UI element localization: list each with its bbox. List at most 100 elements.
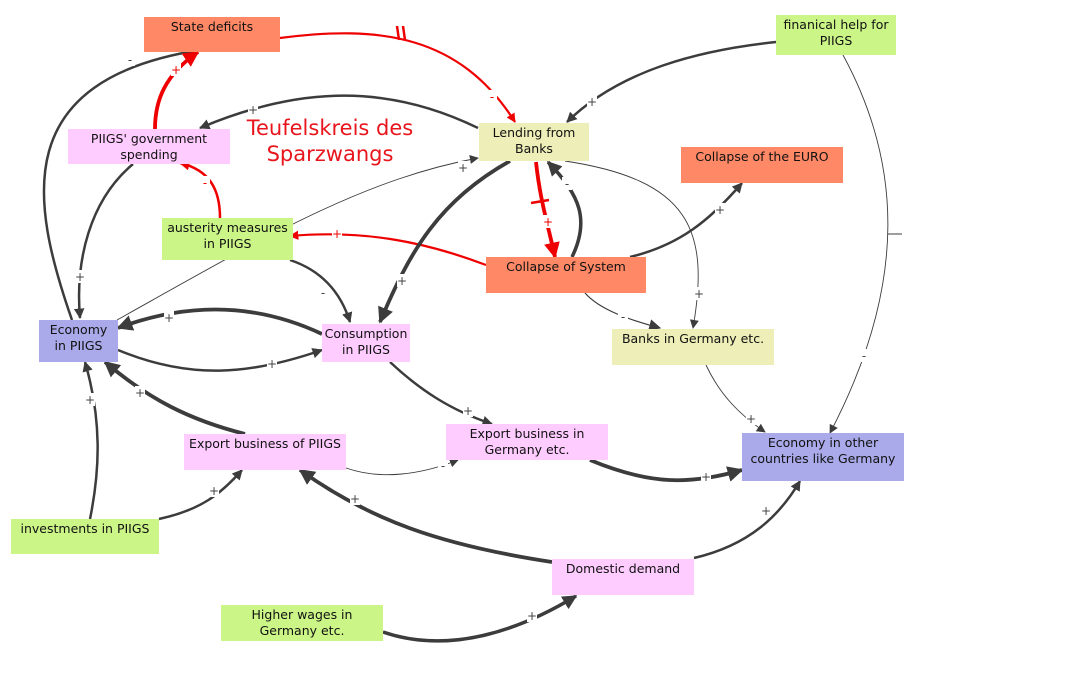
polarity-label-bg [85, 393, 95, 406]
polarity-label: - [321, 286, 325, 300]
node-state-deficits[interactable]: State deficits [144, 17, 280, 52]
edge-financial-help-to-economy-other[interactable] [829, 54, 889, 434]
polarity-label: + [267, 357, 277, 371]
node-label: PIIGS' government spending [90, 131, 208, 162]
polarity-label: + [164, 311, 174, 325]
polarity-label-bg [75, 270, 85, 283]
edge-state-deficits-to-lending-from-banks[interactable] [279, 32, 516, 123]
edge-investments-piigs-to-export-piigs[interactable] [158, 469, 243, 521]
node-austerity[interactable]: austerity measures in PIIGS [162, 218, 293, 260]
polarity-label: + [715, 203, 725, 217]
polarity-label: + [701, 470, 711, 484]
polarity-label-bg [267, 357, 277, 370]
edge-austerity-to-government-spending[interactable] [178, 160, 222, 219]
edge-lending-from-banks-to-banks-germany[interactable] [564, 160, 699, 329]
polarity-label-bg [350, 492, 360, 505]
polarity-label-bg [618, 310, 628, 323]
polarity-label: + [587, 95, 597, 109]
polarity-label: + [248, 103, 258, 117]
polarity-label-bg [527, 609, 537, 622]
edge-collapse-system-to-banks-germany[interactable] [584, 292, 662, 332]
edge-higher-wages-to-domestic-demand[interactable] [382, 594, 578, 643]
node-label: Collapse of the EURO [695, 149, 829, 164]
polarity-label: + [350, 492, 360, 506]
polarity-label: + [694, 287, 704, 301]
edge-consumption-piigs-to-export-germany[interactable] [389, 361, 493, 426]
node-export-germany[interactable]: Export business in Germany etc. [446, 424, 608, 460]
polarity-label: - [490, 90, 494, 104]
node-banks-germany[interactable]: Banks in Germany etc. [612, 329, 774, 365]
diagram-title: Teufelskreis des Sparzwangs [246, 116, 414, 166]
edge-economy-piigs-to-state-deficits[interactable] [42, 46, 202, 321]
polarity-label-bg [715, 203, 725, 216]
node-label: Higher wages in Germany etc. [251, 607, 353, 638]
node-export-piigs[interactable]: Export business of PIIGS [184, 434, 346, 470]
polarity-label-bg [463, 404, 473, 417]
polarity-label: + [135, 386, 145, 400]
edge-export-germany-to-economy-other[interactable] [589, 458, 744, 483]
edge-economy-piigs-to-lending-from-banks[interactable] [116, 155, 479, 321]
node-higher-wages[interactable]: Higher wages in Germany etc. [221, 605, 383, 641]
delay-mark [395, 25, 407, 41]
edge-financial-help-to-lending-from-banks[interactable] [566, 40, 777, 123]
polarity-label-bg [397, 274, 407, 287]
edge-collapse-system-to-collapse-euro[interactable] [629, 182, 743, 259]
edge-government-spending-to-state-deficits[interactable] [153, 50, 200, 130]
polarity-label: - [565, 177, 569, 191]
edge-lending-from-banks-to-consumption-piigs[interactable] [378, 159, 511, 324]
polarity-label-bg [543, 215, 553, 228]
edge-consumption-piigs-to-economy-piigs[interactable] [116, 307, 323, 336]
node-label: Banks in Germany etc. [621, 331, 765, 346]
edge-lending-from-banks-to-government-spending[interactable] [199, 94, 479, 130]
polarity-label-bg [332, 227, 342, 240]
edge-economy-piigs-to-consumption-piigs[interactable] [117, 348, 323, 372]
node-collapse-system[interactable]: Collapse of System [486, 257, 646, 293]
polarity-label-bg [587, 95, 597, 108]
edge-domestic-demand-to-economy-other[interactable] [693, 480, 802, 560]
polarity-label-bg [694, 287, 704, 300]
polarity-label: + [527, 609, 537, 623]
node-economy-other[interactable]: Economy in other countries like Germany [742, 433, 904, 481]
polarity-label: - [621, 310, 625, 324]
node-collapse-euro[interactable]: Collapse of the EURO [681, 147, 843, 183]
polarity-label-bg [859, 349, 869, 362]
polarity-label-bg [487, 90, 497, 103]
edge-lending-from-banks-to-collapse-system[interactable] [534, 161, 560, 259]
node-investments-piigs[interactable]: investments in PIIGS [11, 519, 159, 554]
node-label: Consumption in PIIGS [324, 326, 408, 357]
node-domestic-demand[interactable]: Domestic demand [552, 559, 694, 595]
polarity-label-bg [701, 470, 711, 483]
polarity-label-bg [458, 161, 468, 174]
edge-collapse-system-to-lending-from-banks[interactable] [546, 160, 583, 258]
edge-investments-piigs-to-economy-piigs[interactable] [82, 360, 99, 520]
edge-domestic-demand-to-export-piigs[interactable] [298, 468, 553, 564]
edge-government-spending-to-economy-piigs[interactable] [73, 163, 134, 320]
polarity-label: + [332, 227, 342, 241]
node-label: State deficits [170, 19, 254, 34]
node-financial-help[interactable]: finanical help for PIIGS [776, 15, 896, 55]
polarity-label-bg [438, 459, 448, 472]
node-economy-piigs[interactable]: Economy in PIIGS [39, 320, 118, 362]
polarity-label-bg [164, 311, 174, 324]
node-label: Export business in Germany etc. [469, 426, 585, 457]
polarity-label-bg [761, 504, 771, 517]
polarity-label: - [128, 53, 132, 67]
edge-austerity-to-consumption-piigs[interactable] [289, 258, 353, 324]
node-consumption-piigs[interactable]: Consumption in PIIGS [322, 324, 410, 362]
polarity-label: - [862, 349, 866, 363]
polarity-label: + [746, 412, 756, 426]
edge-banks-germany-to-economy-other[interactable] [705, 364, 766, 433]
polarity-label: + [209, 484, 219, 498]
polarity-label-bg [125, 53, 135, 66]
polarity-label-bg [746, 412, 756, 425]
polarity-label-bg [562, 177, 572, 190]
node-lending-from-banks[interactable]: Lending from Banks [479, 123, 589, 161]
node-label: Domestic demand [565, 561, 681, 576]
polarity-label: + [458, 161, 468, 175]
polarity-label: + [463, 404, 473, 418]
edge-export-piigs-to-economy-piigs[interactable] [103, 360, 246, 436]
node-government-spending[interactable]: PIIGS' government spending [68, 129, 230, 164]
edge-collapse-system-to-austerity[interactable] [289, 230, 487, 267]
node-label: Economy in other countries like Germany [750, 435, 896, 466]
